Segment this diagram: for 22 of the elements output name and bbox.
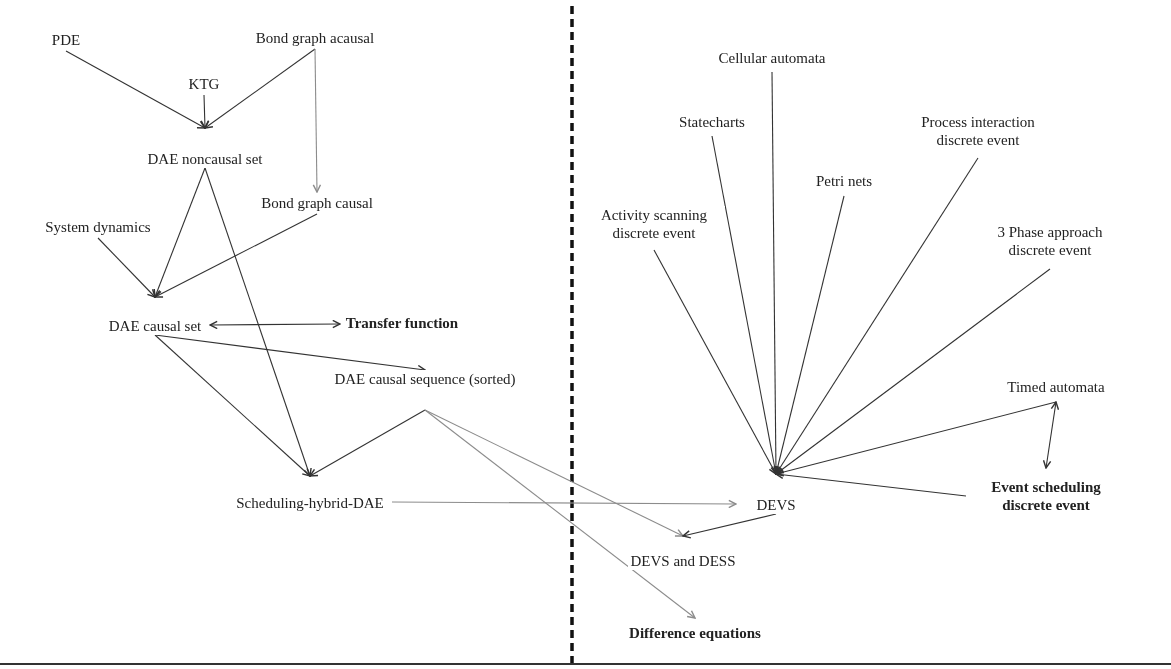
arrow [154, 334, 311, 477]
arrow [209, 319, 341, 330]
arrow [653, 249, 777, 475]
arrow [775, 157, 979, 475]
arrow [97, 237, 156, 298]
arrow [711, 135, 779, 475]
arrow [775, 401, 1057, 477]
arrow [153, 167, 206, 298]
arrow [200, 94, 210, 129]
arrow [775, 470, 967, 497]
arrow [391, 499, 737, 509]
arrow [775, 268, 1051, 475]
arrow [682, 513, 777, 539]
arrow [204, 167, 312, 477]
arrow [154, 213, 318, 298]
arrow [1042, 401, 1060, 469]
arrow [312, 48, 322, 193]
node-label: DAE causal sequence (sorted) [332, 370, 518, 388]
arrow [204, 48, 316, 129]
arrow [424, 409, 696, 619]
arrow [65, 50, 206, 129]
arrow [309, 409, 426, 477]
